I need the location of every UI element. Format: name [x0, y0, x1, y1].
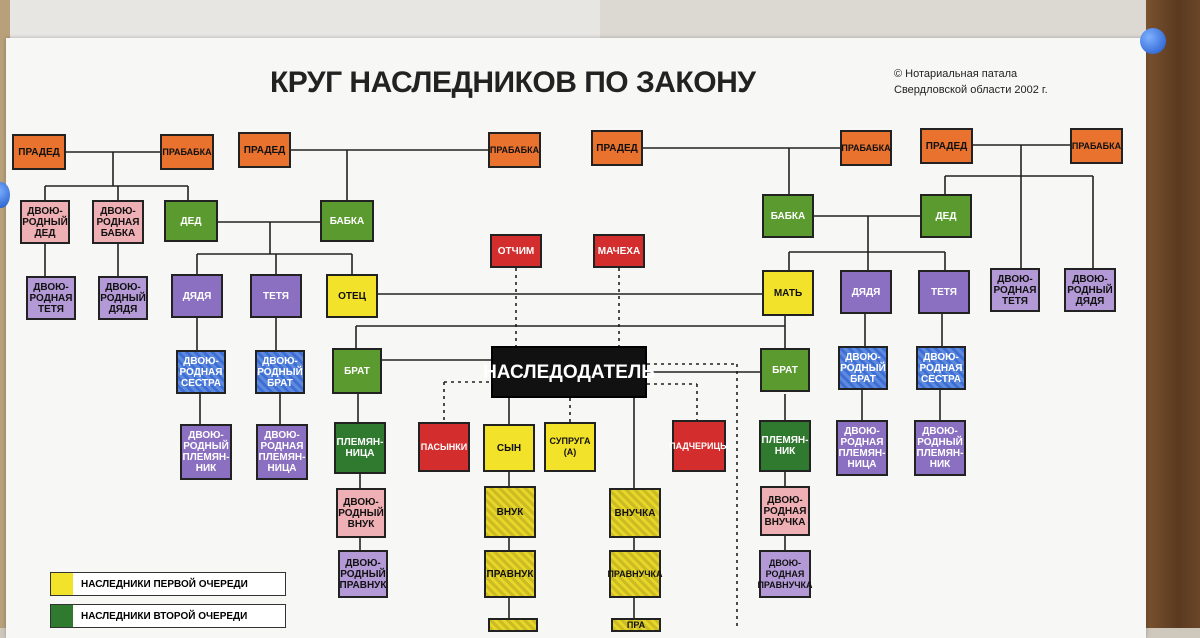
poster [6, 38, 1146, 638]
praded-node-1: ПРАДЕД [12, 134, 66, 170]
cousin-sister-left-node: ДВОЮ- РОДНАЯ СЕСТРА [176, 350, 226, 394]
page-title: КРУГ НАСЛЕДНИКОВ ПО ЗАКОНУ [270, 66, 756, 99]
praded-node-4: ПРАДЕД [920, 128, 973, 164]
prababka-node-2: ПРАБАБКА [488, 132, 541, 168]
plemyannik-node: ПЛЕМЯН- НИК [759, 420, 811, 472]
cousin-grandmother-node: ДВОЮ- РОДНАЯ БАБКА [92, 200, 144, 244]
cousin-uncle-left-node: ДВОЮ- РОДНЫЙ ДЯДЯ [98, 276, 148, 320]
praded-node-3: ПРАДЕД [591, 130, 643, 166]
tetya-right-node: ТЕТЯ [918, 270, 970, 314]
legend-label-first: НАСЛЕДНИКИ ПЕРВОЙ ОЧЕРЕДИ [81, 578, 248, 590]
praded-node-2: ПРАДЕД [238, 132, 291, 168]
syn-node: СЫН [483, 424, 535, 472]
vnuchka-node: ВНУЧКА [609, 488, 661, 538]
supruga-node: СУПРУГА (А) [544, 422, 596, 472]
legend-second-queue: НАСЛЕДНИКИ ВТОРОЙ ОЧЕРЕДИ [50, 604, 286, 628]
brat-right-node: БРАТ [760, 348, 810, 392]
left-wall-edge [0, 0, 10, 628]
cousin-niece-left-node: ДВОЮ- РОДНАЯ ПЛЕМЯН- НИЦА [256, 424, 308, 480]
nasledodatel-label: НАСЛЕДОДАТЕЛЬ [483, 361, 655, 383]
cousin-grandson-node: ДВОЮ- РОДНЫЙ ВНУК [336, 488, 386, 538]
babka-paternal-node: БАБКА [320, 200, 374, 242]
legend-swatch-green [51, 605, 73, 627]
cousin-great-grandson-node: ДВОЮ- РОДНЫЙ ПРАВНУК [338, 550, 388, 598]
padcheritsy-node: ПАДЧЕРИЦЫ [669, 420, 729, 472]
cousin-aunt-left-node: ДВОЮ- РОДНАЯ ТЕТЯ [26, 276, 76, 320]
wooden-frame [1146, 0, 1200, 628]
legend-first-queue: НАСЛЕДНИКИ ПЕРВОЙ ОЧЕРЕДИ [50, 572, 286, 596]
cousin-nephew-left-node: ДВОЮ- РОДНЫЙ ПЛЕМЯН- НИК [180, 424, 232, 480]
cousin-niece-right-node: ДВОЮ- РОДНАЯ ПЛЕМЯН- НИЦА [836, 420, 888, 476]
mat-node: МАТЬ [762, 270, 814, 316]
ded-maternal-node: ДЕД [920, 194, 972, 238]
prababka-node-3: ПРАБАБКА [840, 130, 892, 166]
otets-node: ОТЕЦ [326, 274, 378, 318]
cousin-brother-right-node: ДВОЮ- РОДНЫЙ БРАТ [838, 346, 888, 390]
brat-left-node: БРАТ [332, 348, 382, 394]
pasynki-node: ПАСЫНКИ [418, 422, 470, 472]
dyadya-right-node: ДЯДЯ [840, 270, 892, 314]
pravnuchka-node: ПРАВНУЧКА [607, 550, 663, 598]
nasledodatel-node: НАСЛЕДОДАТЕЛЬ [483, 346, 655, 398]
prababka-node-1: ПРАБАБКА [160, 134, 214, 170]
cousin-granddaughter-node: ДВОЮ- РОДНАЯ ВНУЧКА [760, 486, 810, 536]
ded-paternal-node: ДЕД [164, 200, 218, 242]
cousin-aunt-right-node: ДВОЮ- РОДНАЯ ТЕТЯ [990, 268, 1040, 312]
babka-maternal-node: БАБКА [762, 194, 814, 238]
dyadya-left-node: ДЯДЯ [171, 274, 223, 318]
cousin-brother-left-node: ДВОЮ- РОДНЫЙ БРАТ [255, 350, 305, 394]
tetya-left-node: ТЕТЯ [250, 274, 302, 318]
bottom-partial-node-left [488, 618, 538, 632]
pravnuk-node: ПРАВНУК [484, 550, 536, 598]
legend-label-second: НАСЛЕДНИКИ ВТОРОЙ ОЧЕРЕДИ [81, 610, 248, 622]
pushpin-top-right [1140, 28, 1166, 54]
macheha-node: МАЧЕХА [593, 234, 645, 268]
legend-swatch-yellow [51, 573, 73, 595]
plemyannitsa-node: ПЛЕМЯН- НИЦА [334, 422, 386, 474]
pra-node: ПРА [611, 618, 661, 632]
vnuk-node: ВНУК [484, 486, 536, 538]
cousin-grandfather-node: ДВОЮ- РОДНЫЙ ДЕД [20, 200, 70, 244]
prababka-node-4: ПРАБАБКА [1070, 128, 1123, 164]
cousin-sister-right-node: ДВОЮ- РОДНАЯ СЕСТРА [916, 346, 966, 390]
cousin-great-granddaughter-node: ДВОЮ- РОДНАЯ ПРАВНУЧКА [757, 550, 813, 598]
cousin-nephew-right-node: ДВОЮ- РОДНЫЙ ПЛЕМЯН- НИК [914, 420, 966, 476]
pushpin-left [0, 182, 10, 208]
copyright-note: © Нотариальная патала Свердловской облас… [894, 68, 1048, 96]
otchim-node: ОТЧИМ [490, 234, 542, 268]
cousin-uncle-right-node: ДВОЮ- РОДНЫЙ ДЯДЯ [1064, 268, 1116, 312]
